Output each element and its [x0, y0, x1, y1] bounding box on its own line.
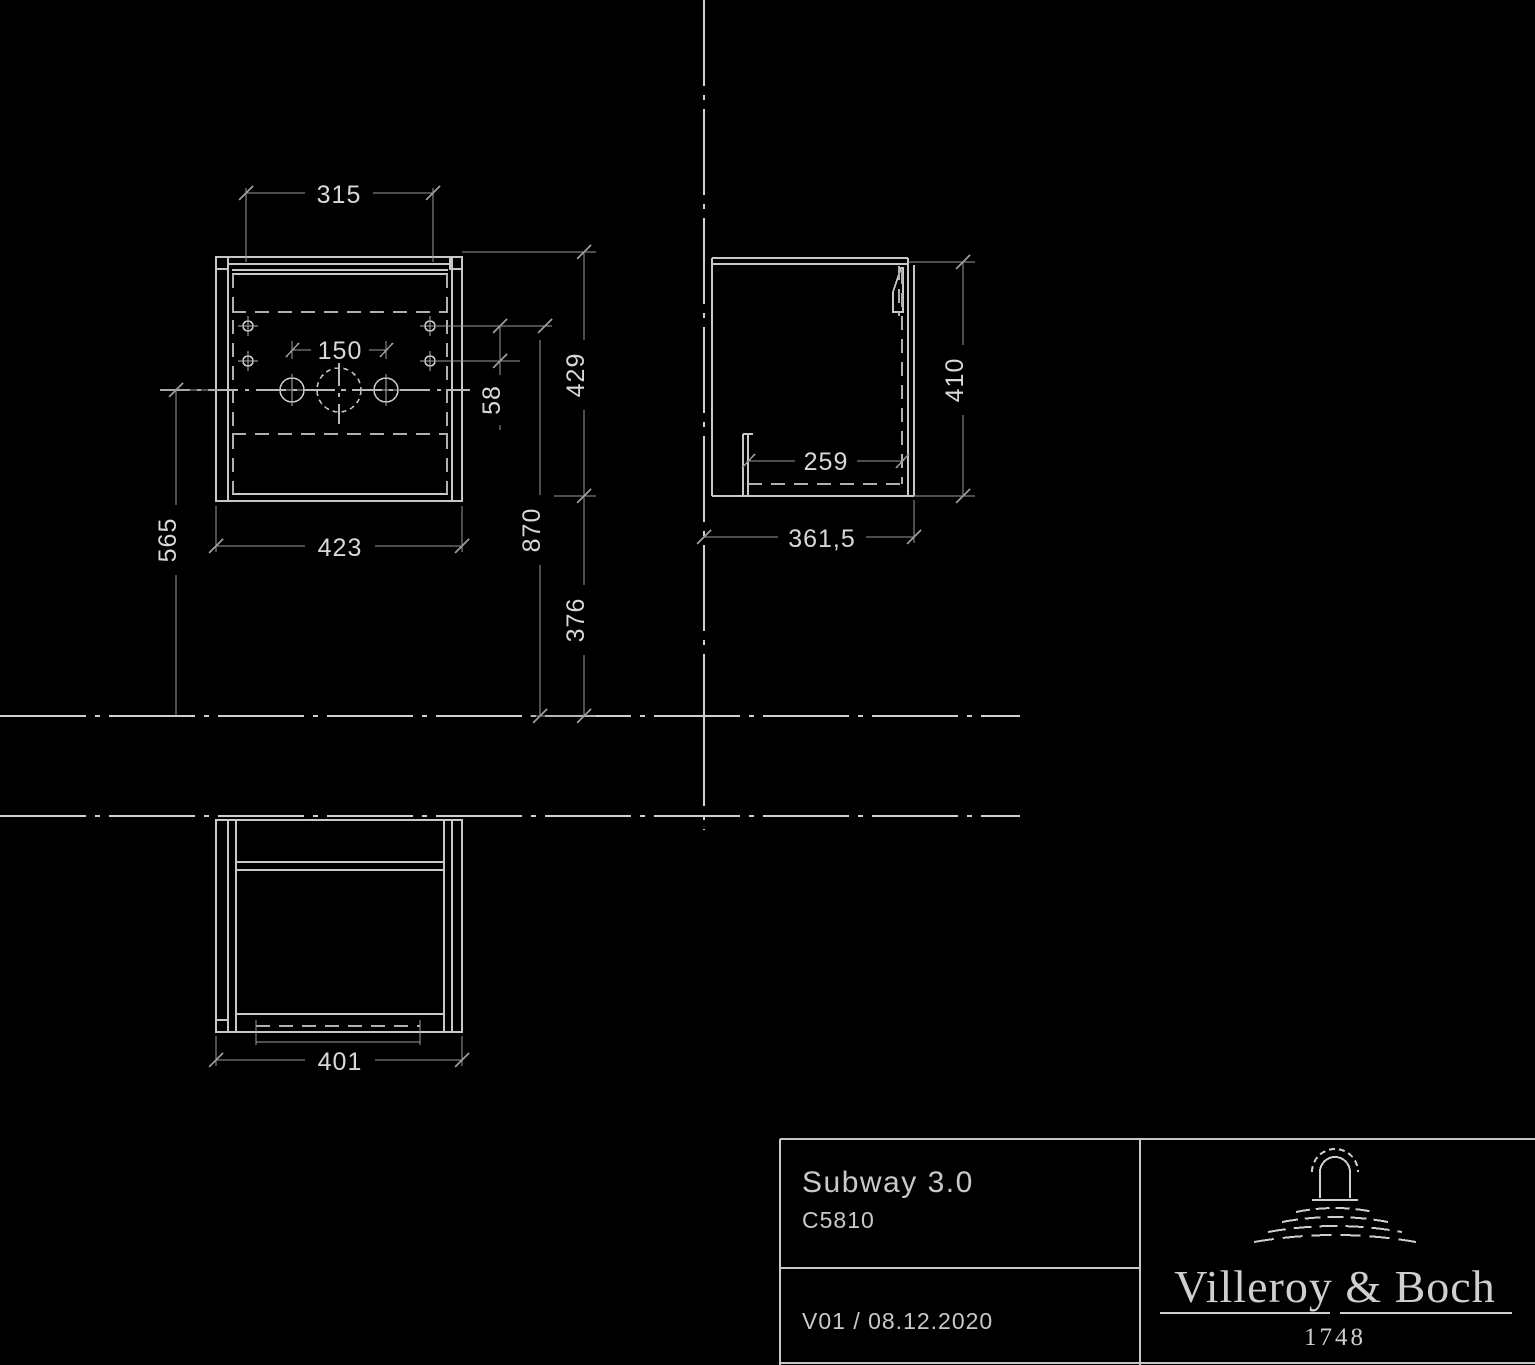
view-side-elevation	[711, 257, 915, 497]
dim-label-429: 429	[562, 353, 590, 398]
dimension-315: 315	[238, 180, 441, 262]
fountain-icon	[1253, 1148, 1417, 1243]
brand-year: 1748	[1304, 1324, 1366, 1351]
dimension-565: 565	[154, 382, 220, 716]
reference-centerlines	[0, 0, 1020, 830]
handle-detail	[892, 266, 904, 316]
view-plan	[215, 819, 463, 1033]
dimension-401: 401	[208, 1020, 470, 1076]
dim-label-361-5: 361,5	[788, 525, 856, 553]
dim-label-410: 410	[941, 358, 969, 403]
fixing-marker	[238, 351, 258, 371]
dimension-150: 150	[285, 337, 394, 365]
view-front-elevation	[160, 256, 470, 502]
dim-label-315: 315	[317, 181, 362, 209]
revision-date: V01 / 08.12.2020	[802, 1308, 993, 1334]
brand-name: Villeroy & Boch	[1174, 1261, 1495, 1312]
dimension-376: 376	[530, 496, 598, 724]
dimension-259: 259	[741, 448, 910, 476]
dimension-410: 410	[908, 254, 977, 504]
dim-label-401: 401	[318, 1048, 363, 1076]
dim-label-376: 376	[562, 598, 590, 643]
brand-logo: Villeroy & Boch 1748	[1160, 1148, 1512, 1351]
dimension-423: 423	[208, 506, 470, 562]
dimension-361-5: 361,5	[696, 500, 922, 553]
dim-label-423: 423	[318, 534, 363, 562]
dimension-870: 870	[518, 340, 554, 724]
title-block: Subway 3.0 C5810 V01 / 08.12.2020	[779, 1138, 1535, 1365]
dimension-58: 58	[430, 318, 553, 430]
dim-label-565: 565	[154, 518, 182, 563]
dimension-429: 429	[462, 244, 598, 504]
fixing-marker	[238, 316, 258, 336]
dim-label-259: 259	[804, 448, 849, 476]
product-code: C5810	[802, 1207, 875, 1233]
dim-label-150: 150	[318, 337, 363, 365]
dim-label-870: 870	[518, 508, 546, 553]
dim-label-58: 58	[478, 385, 506, 415]
product-name: Subway 3.0	[802, 1166, 974, 1199]
